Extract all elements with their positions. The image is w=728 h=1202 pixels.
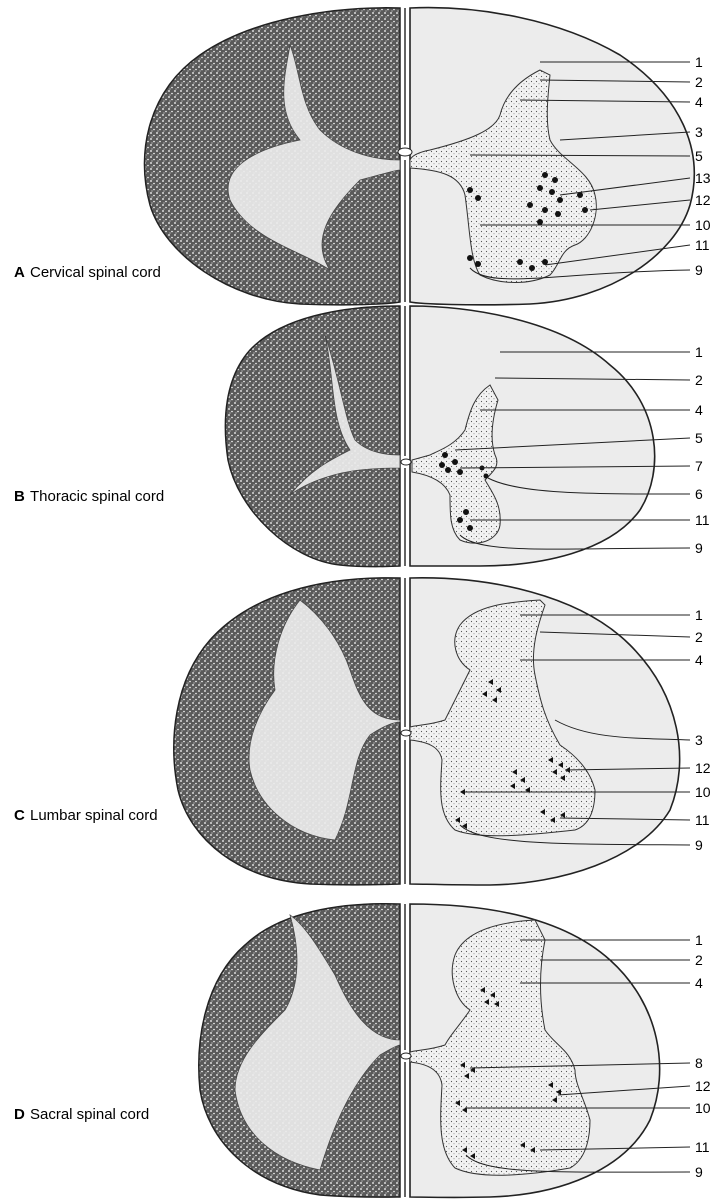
label-d-11: 11 bbox=[695, 1139, 710, 1155]
label-c-4: 4 bbox=[695, 652, 703, 668]
label-b-4: 4 bbox=[695, 402, 703, 418]
panel-b-right-half bbox=[410, 306, 655, 566]
label-a-1: 1 bbox=[695, 54, 703, 70]
panel-d bbox=[199, 904, 690, 1198]
label-c-10: 10 bbox=[695, 784, 711, 800]
label-d-9: 9 bbox=[695, 1164, 703, 1180]
panel-b-letter: B bbox=[14, 488, 25, 505]
label-a-4: 4 bbox=[695, 94, 703, 110]
label-c-12: 12 bbox=[695, 760, 711, 776]
label-c-2: 2 bbox=[695, 629, 703, 645]
panel-b-title: Thoracic spinal cord bbox=[30, 488, 164, 505]
label-a-9: 9 bbox=[695, 262, 703, 278]
panel-c bbox=[174, 578, 690, 885]
label-b-5: 5 bbox=[695, 430, 703, 446]
label-c-9: 9 bbox=[695, 837, 703, 853]
label-b-1: 1 bbox=[695, 344, 703, 360]
label-b-9: 9 bbox=[695, 540, 703, 556]
label-a-2: 2 bbox=[695, 74, 703, 90]
label-a-11: 11 bbox=[695, 237, 710, 253]
label-b-11: 11 bbox=[695, 512, 710, 528]
label-a-13: 13 bbox=[695, 170, 711, 186]
label-a-12: 12 bbox=[695, 192, 711, 208]
panel-d-title: Sacral spinal cord bbox=[30, 1106, 149, 1123]
label-c-11: 11 bbox=[695, 812, 710, 828]
label-d-8: 8 bbox=[695, 1055, 703, 1071]
label-c-1: 1 bbox=[695, 607, 703, 623]
label-b-6: 6 bbox=[695, 486, 703, 502]
label-c-3: 3 bbox=[695, 732, 703, 748]
panel-c-letter: C bbox=[14, 807, 25, 824]
label-a-3: 3 bbox=[695, 124, 703, 140]
label-d-12: 12 bbox=[695, 1078, 711, 1094]
panel-d-letter: D bbox=[14, 1106, 25, 1123]
panel-b bbox=[225, 306, 690, 567]
panel-a-title: Cervical spinal cord bbox=[30, 264, 161, 281]
panel-b-left-half bbox=[225, 306, 400, 567]
label-d-10: 10 bbox=[695, 1100, 711, 1116]
label-d-4: 4 bbox=[695, 975, 703, 991]
label-a-5: 5 bbox=[695, 148, 703, 164]
label-b-2: 2 bbox=[695, 372, 703, 388]
label-a-10: 10 bbox=[695, 217, 711, 233]
panel-a bbox=[144, 8, 694, 305]
label-d-2: 2 bbox=[695, 952, 703, 968]
label-b-7: 7 bbox=[695, 458, 703, 474]
panel-a-letter: A bbox=[14, 264, 25, 281]
panel-c-title: Lumbar spinal cord bbox=[30, 807, 158, 824]
label-d-1: 1 bbox=[695, 932, 703, 948]
